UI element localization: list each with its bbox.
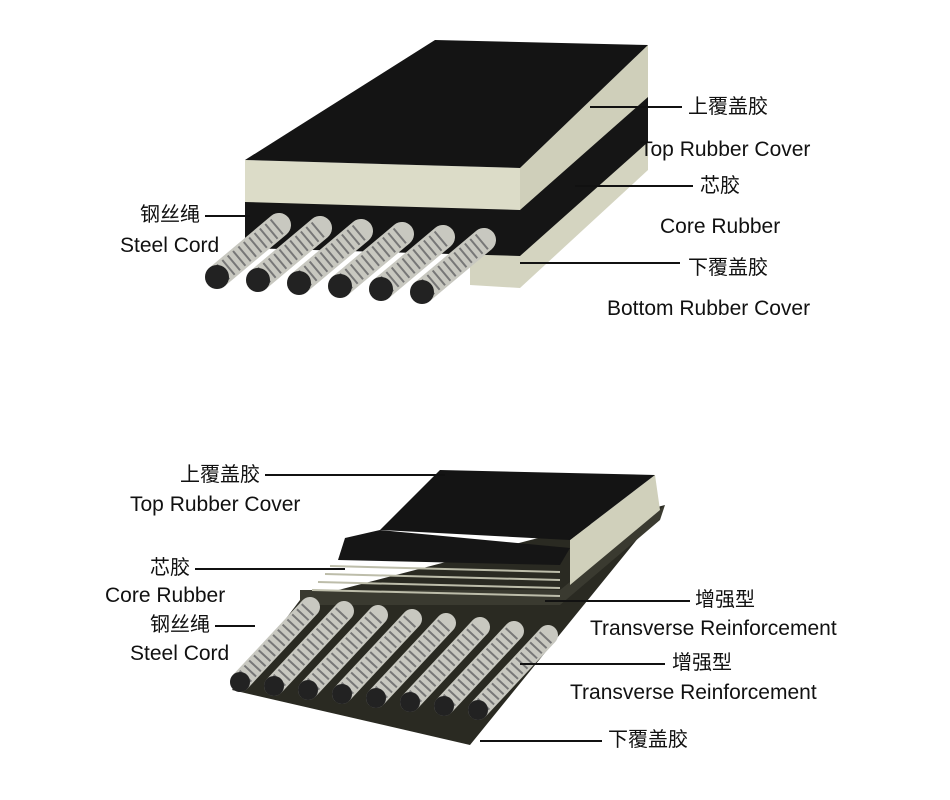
core-rubber-layer <box>245 95 648 256</box>
top-cover-zh-label: 上覆盖胶 <box>180 462 260 486</box>
steel-cord <box>287 219 373 295</box>
steel-cord <box>410 228 496 304</box>
transverse1-zh-label: 增强型 <box>695 587 755 611</box>
steel-cord-end <box>246 268 270 292</box>
steel-cord-strands <box>404 621 486 708</box>
steel-cord-end <box>287 271 311 295</box>
steel-cord-end <box>366 688 386 708</box>
core-en-label: Core Rubber <box>105 584 226 607</box>
steel-cord-strands <box>268 605 350 692</box>
transverse2-zh-label: 增强型 <box>672 650 732 674</box>
leader-line <box>195 568 345 570</box>
steel-cord-end <box>205 265 229 289</box>
bottom-cover-zh-label: 下覆盖胶 <box>608 727 688 751</box>
steel-cord-end <box>410 280 434 304</box>
steel-cord-zh-label: 钢丝绳 <box>140 202 200 226</box>
core-zh-label: 芯胶 <box>150 555 190 579</box>
steel-cord-strands <box>472 629 554 716</box>
leader-line <box>575 185 693 187</box>
steel-cord-end <box>328 274 352 298</box>
bottom-cover-zh-label: 下覆盖胶 <box>688 255 768 279</box>
steel-cord-strands <box>336 613 418 700</box>
steel-cord <box>246 216 332 292</box>
steel-cord-zh-label: 钢丝绳 <box>150 612 210 636</box>
steel-cord-strands <box>302 609 384 696</box>
core-en-label: Core Rubber <box>660 215 781 238</box>
steel-cord-end <box>230 672 250 692</box>
top-cover-surface <box>245 40 648 168</box>
transverse-reinforcement-strips <box>311 565 561 597</box>
steel-cord-strands <box>438 625 520 712</box>
steel-cords-top <box>205 213 496 304</box>
bottom-cover-layer <box>470 140 648 288</box>
steel-cord-end <box>332 684 352 704</box>
leader-line <box>545 600 690 602</box>
steel-cord-strands <box>370 617 452 704</box>
leader-line <box>215 625 255 627</box>
top-cover-front <box>245 160 520 210</box>
steel-cord-en-label: Steel Cord <box>120 234 220 257</box>
steel-cord-end <box>434 696 454 716</box>
leader-line <box>520 663 665 665</box>
steel-cord-en-label: Steel Cord <box>130 642 230 665</box>
top-cover-en-label: Top Rubber Cover <box>640 138 811 161</box>
steel-cord <box>205 213 291 289</box>
top-belt-illustration <box>205 40 648 304</box>
steel-cord-end <box>468 700 488 720</box>
top-cover-en-label: Top Rubber Cover <box>130 493 301 516</box>
leader-line <box>265 474 445 476</box>
core-zh-label: 芯胶 <box>700 173 740 197</box>
top-cover-surface <box>380 470 655 540</box>
steel-cord <box>369 225 455 301</box>
leader-line <box>520 262 680 264</box>
steel-cord-end <box>369 277 393 301</box>
steel-cord-end <box>264 676 284 696</box>
bottom-cover-en-label: Bottom Rubber Cover <box>607 297 811 320</box>
top-cover-zh-label: 上覆盖胶 <box>688 94 768 118</box>
transverse2-en-label: Transverse Reinforcement <box>570 681 817 704</box>
bottom-belt-illustration <box>230 470 665 745</box>
steel-cord-end <box>400 692 420 712</box>
transverse1-en-label: Transverse Reinforcement <box>590 617 837 640</box>
leader-line <box>480 740 602 742</box>
core-rubber-layer <box>338 530 570 565</box>
steel-cord-end <box>298 680 318 700</box>
leader-line <box>590 106 682 108</box>
steel-cord <box>328 222 414 298</box>
top-cover-side <box>570 475 660 585</box>
steel-cord-strands <box>234 601 316 688</box>
steel-cords-bottom <box>230 597 558 720</box>
top-cover-side <box>520 45 648 210</box>
leader-line <box>205 215 250 217</box>
